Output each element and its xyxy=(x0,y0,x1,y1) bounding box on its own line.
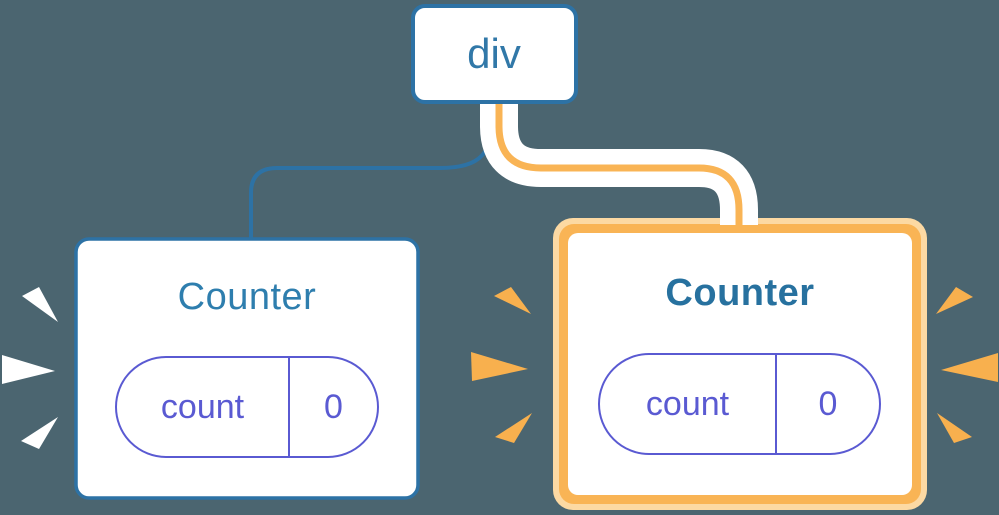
state-pill-right: count 0 xyxy=(598,353,881,455)
state-pill-left: count 0 xyxy=(115,356,379,458)
state-value-left: 0 xyxy=(324,387,343,426)
counter-title-left: Counter xyxy=(177,276,317,318)
root-node-label: div xyxy=(467,29,521,77)
emphasis-rays-right-card-left xyxy=(471,287,532,443)
state-key-left: count xyxy=(117,358,290,456)
state-value-right: 0 xyxy=(818,384,838,423)
emphasis-ray-icon xyxy=(937,413,972,443)
root-node-box xyxy=(411,4,578,104)
emphasis-rays-left-card xyxy=(2,287,58,449)
emphasis-rays-right-card-right xyxy=(936,287,998,443)
emphasis-ray-icon xyxy=(495,413,532,443)
emphasis-ray-icon xyxy=(936,287,973,314)
emphasis-ray-icon xyxy=(2,355,55,384)
emphasis-ray-icon xyxy=(941,353,998,382)
emphasis-ray-icon xyxy=(494,287,531,314)
state-key-right: count xyxy=(600,355,777,453)
counter-title-right: Counter xyxy=(665,272,815,314)
emphasis-ray-icon xyxy=(21,417,58,449)
emphasis-ray-icon xyxy=(22,287,58,322)
connector-right-edge xyxy=(495,100,743,232)
emphasis-ray-icon xyxy=(471,352,528,381)
